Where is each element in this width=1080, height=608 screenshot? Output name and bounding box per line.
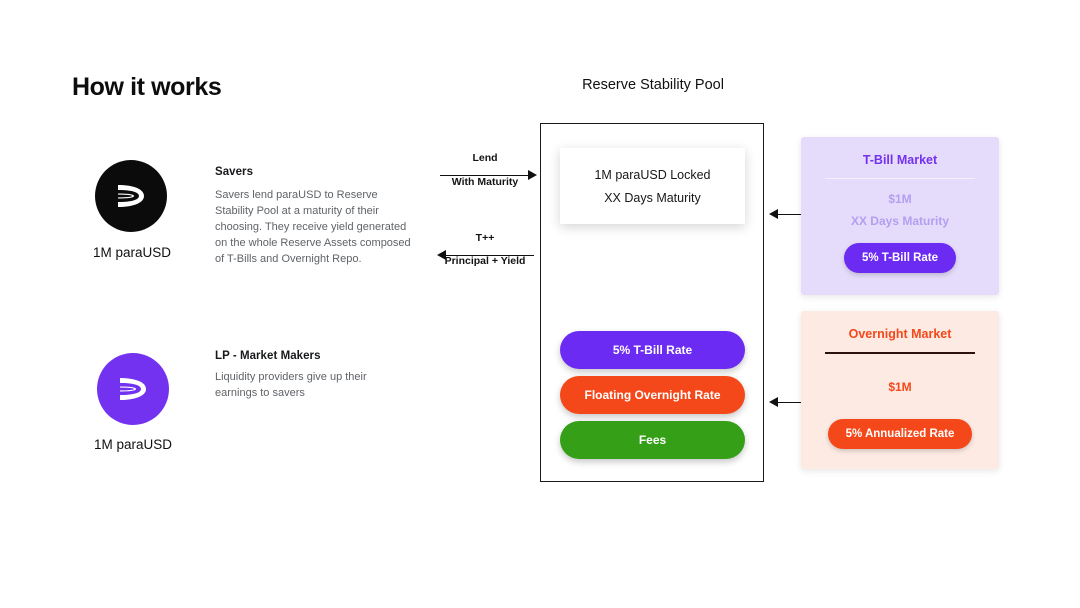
locked-maturity: XX Days Maturity: [604, 190, 701, 205]
connector-arrow-tbill: [769, 209, 804, 219]
page-title: How it works: [72, 73, 222, 101]
tbill-maturity: XX Days Maturity: [850, 214, 950, 228]
paraUSD-logo-dark-icon: [95, 160, 167, 232]
tbill-market-title: T-Bill Market: [862, 153, 938, 167]
actor-savers-logo: [95, 160, 167, 232]
overnight-rate-button[interactable]: 5% Annualized Rate: [827, 419, 973, 449]
paraUSD-logo-violet-icon: [97, 353, 169, 425]
pool-title: Reserve Stability Pool: [582, 77, 724, 93]
actor-lp-heading: LP - Market Makers: [215, 350, 321, 362]
flow-lend-arrow: [440, 170, 537, 180]
pool-pill-fees[interactable]: Fees: [560, 421, 745, 459]
actor-savers-heading: Savers: [215, 166, 254, 178]
actor-savers-caption: 1M paraUSD: [92, 245, 172, 260]
locked-amount: 1M paraUSD Locked: [594, 167, 711, 182]
pool-pill-tbill-rate-label: 5% T-Bill Rate: [612, 343, 693, 357]
overnight-amount: $1M: [888, 380, 912, 394]
overnight-rate-label: 5% Annualized Rate: [845, 428, 955, 440]
actor-savers-body: Savers lend paraUSD to Reserve Stability…: [215, 189, 411, 265]
overnight-market-title: Overnight Market: [848, 327, 952, 341]
pool-pill-overnight-rate-label: Floating Overnight Rate: [584, 388, 721, 402]
actor-lp-logo: [97, 353, 169, 425]
locked-position-card: 1M paraUSD Locked XX Days Maturity: [560, 148, 745, 224]
flow-return-label-top: T++: [475, 232, 495, 244]
overnight-divider: [825, 352, 975, 354]
pool-pill-fees-label: Fees: [638, 433, 667, 447]
connector-arrow-overnight: [769, 397, 804, 407]
tbill-rate-label: 5% T-Bill Rate: [861, 252, 939, 264]
tbill-divider: [825, 178, 975, 179]
flow-lend-label-bottom: With Maturity: [451, 176, 519, 188]
tbill-amount: $1M: [888, 192, 912, 206]
flow-return-arrow: [437, 250, 534, 260]
pool-pill-overnight-rate[interactable]: Floating Overnight Rate: [560, 376, 745, 414]
tbill-market-panel: T-Bill Market $1M XX Days Maturity 5% T-…: [801, 137, 999, 295]
flow-lend-label-top: Lend: [472, 152, 498, 164]
actor-lp-body: Liquidity providers give up their earnin…: [215, 371, 367, 399]
flow-return-label-bottom: Principal + Yield: [444, 255, 526, 267]
tbill-rate-button[interactable]: 5% T-Bill Rate: [843, 243, 957, 273]
actor-lp-caption: 1M paraUSD: [93, 437, 173, 452]
overnight-market-panel: Overnight Market $1M 5% Annualized Rate: [801, 311, 999, 469]
pool-pill-tbill-rate[interactable]: 5% T-Bill Rate: [560, 331, 745, 369]
